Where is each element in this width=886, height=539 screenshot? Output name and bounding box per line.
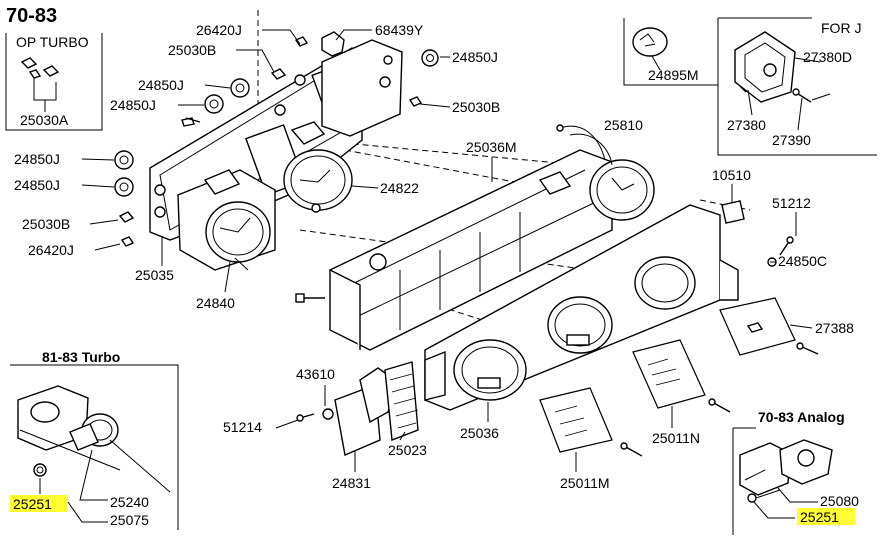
label-43610: 43610 <box>296 366 335 382</box>
label-25023: 25023 <box>388 442 427 458</box>
bulb-socket-icon <box>114 177 134 197</box>
bulb-socket-icon <box>421 49 439 67</box>
label-25810: 25810 <box>604 117 643 133</box>
inset-op-turbo: OP TURBO 25030A <box>5 33 103 131</box>
highlight-25251-analog <box>797 508 855 525</box>
label-25036M: 25036M <box>466 139 517 155</box>
label-25251-turbo: 25251 <box>13 496 52 512</box>
label-25036: 25036 <box>460 425 499 441</box>
fitting-icon <box>747 493 757 503</box>
label-25240: 25240 <box>110 494 149 510</box>
diagram-title: 70-83 <box>6 5 57 27</box>
label-24840: 24840 <box>196 295 235 311</box>
label-24850C: 24850C <box>778 253 827 269</box>
label-25075: 25075 <box>110 512 149 528</box>
label-24850J-b: 24850J <box>110 97 156 113</box>
analog-sensor-icon <box>739 439 833 501</box>
label-25080: 25080 <box>820 493 859 509</box>
turbo-sensor-icon <box>17 385 171 493</box>
component-68439Y <box>321 31 403 137</box>
inset-for-j-heading: FOR J <box>821 20 861 36</box>
label-24822: 24822 <box>380 180 419 196</box>
label-27380D: 27380D <box>803 49 852 65</box>
bulb-sockets <box>114 36 439 247</box>
bulb-socket-icon <box>114 150 134 170</box>
inset-81-83-turbo-heading: 81-83 Turbo <box>42 349 120 365</box>
label-24831: 24831 <box>332 475 371 491</box>
label-25011N: 25011N <box>652 430 700 446</box>
label-10510: 10510 <box>712 167 751 183</box>
inset-70-83-analog-heading: 70-83 Analog <box>758 409 845 425</box>
lens-27388 <box>719 297 796 356</box>
clip-10510 <box>721 200 745 224</box>
fitting-icon <box>33 463 47 477</box>
label-27380: 27380 <box>727 117 766 133</box>
lens-25011M <box>539 387 613 453</box>
screw-icon <box>185 117 819 457</box>
connector-25023 <box>384 361 419 441</box>
label-68439Y: 68439Y <box>375 22 424 38</box>
sensor-unit-icon <box>734 31 796 103</box>
screw-icon <box>792 88 831 103</box>
bulb-socket-icon <box>230 78 250 98</box>
inset-op-turbo-heading: OP TURBO <box>16 34 89 50</box>
highlight-25251-turbo <box>10 495 68 512</box>
inset-81-83-turbo: 81-83 Turbo 25251 25240 25075 <box>10 349 179 530</box>
label-24895M: 24895M <box>648 67 699 83</box>
label-24850J-c: 24850J <box>14 151 60 167</box>
label-24850J-a: 24850J <box>138 77 184 93</box>
bulb-socket-icon <box>204 94 224 114</box>
part-labels: 26420J 68439Y 25030B 24850J 24850J 24850… <box>14 22 854 491</box>
clock-module-icon <box>632 27 668 57</box>
cluster-housing-25036M <box>295 149 613 351</box>
bezel-25036 <box>424 204 739 411</box>
label-25030A: 25030A <box>20 112 69 128</box>
label-51212: 51212 <box>772 195 811 211</box>
inset-70-83-analog: 70-83 Analog 25080 25251 <box>732 409 859 535</box>
bulb-socket-icon <box>20 57 60 79</box>
label-26420J-top: 26420J <box>196 22 242 38</box>
label-25030B-low: 25030B <box>22 216 70 232</box>
bulb-icon <box>118 36 423 247</box>
label-25011M: 25011M <box>560 475 610 491</box>
label-27388: 27388 <box>815 320 854 336</box>
speedometer-24840 <box>177 169 276 271</box>
label-51214: 51214 <box>223 419 262 435</box>
label-26420J-low: 26420J <box>28 242 74 258</box>
label-27390: 27390 <box>772 132 811 148</box>
tachometer-24822 <box>283 121 353 213</box>
label-25030B-left: 25030B <box>168 42 216 58</box>
lens-25011N <box>632 339 706 409</box>
inset-for-j: FOR J 24895M 27380D 27380 27390 <box>623 17 877 156</box>
clock-25810 <box>538 124 655 221</box>
label-24850J-right: 24850J <box>452 49 498 65</box>
label-24850J-d: 24850J <box>14 177 60 193</box>
label-25030B-right: 25030B <box>452 99 500 115</box>
label-25035: 25035 <box>135 267 174 283</box>
label-25251-analog: 25251 <box>800 509 839 525</box>
